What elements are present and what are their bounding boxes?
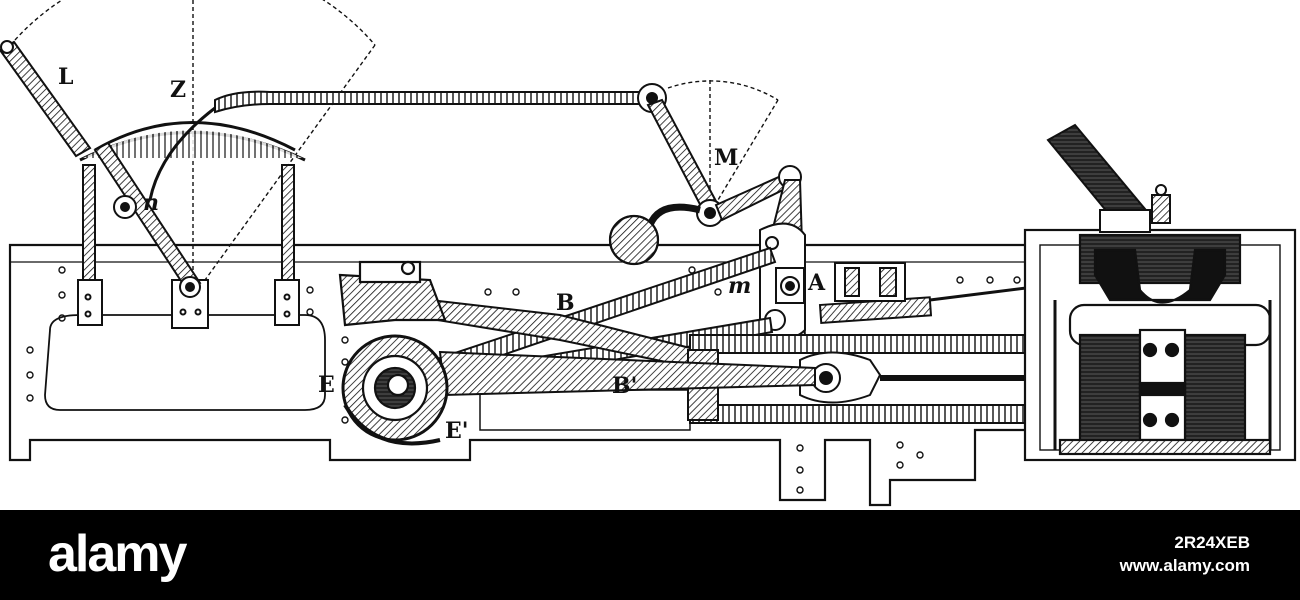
watermark-site-url: www.alamy.com bbox=[1119, 556, 1250, 575]
label-A: A bbox=[807, 270, 826, 296]
expansion-link bbox=[759, 179, 807, 347]
label-L: L bbox=[58, 64, 73, 90]
label-B: B bbox=[556, 290, 575, 316]
bell-crank bbox=[608, 98, 802, 266]
label-E: E bbox=[318, 372, 335, 398]
watermark-image-id: 2R24XEB bbox=[1174, 533, 1250, 552]
label-n: n bbox=[143, 190, 159, 216]
label-Z: Z bbox=[170, 77, 186, 103]
watermark-brand-logo: alamy bbox=[48, 525, 187, 583]
swing-arc-bellcrank bbox=[667, 80, 779, 206]
watermark-bar bbox=[0, 510, 1300, 600]
label-m: m bbox=[728, 273, 751, 299]
cylinder bbox=[1023, 228, 1297, 462]
label-E-prime: E' bbox=[445, 418, 469, 444]
label-M: M bbox=[714, 145, 738, 171]
exhaust-pipe bbox=[1046, 123, 1171, 233]
label-B-prime: B' bbox=[612, 373, 637, 399]
steam-engine-valve-gear-diagram: L Z n M m A B B' E E' bbox=[0, 0, 1297, 507]
reversing-lever bbox=[0, 40, 202, 298]
diagram-labels: L Z n M m A B B' E E' bbox=[58, 64, 826, 444]
crosshead bbox=[438, 334, 1160, 424]
eccentric-sheaves bbox=[338, 260, 449, 446]
rivet-holes bbox=[26, 266, 1021, 494]
